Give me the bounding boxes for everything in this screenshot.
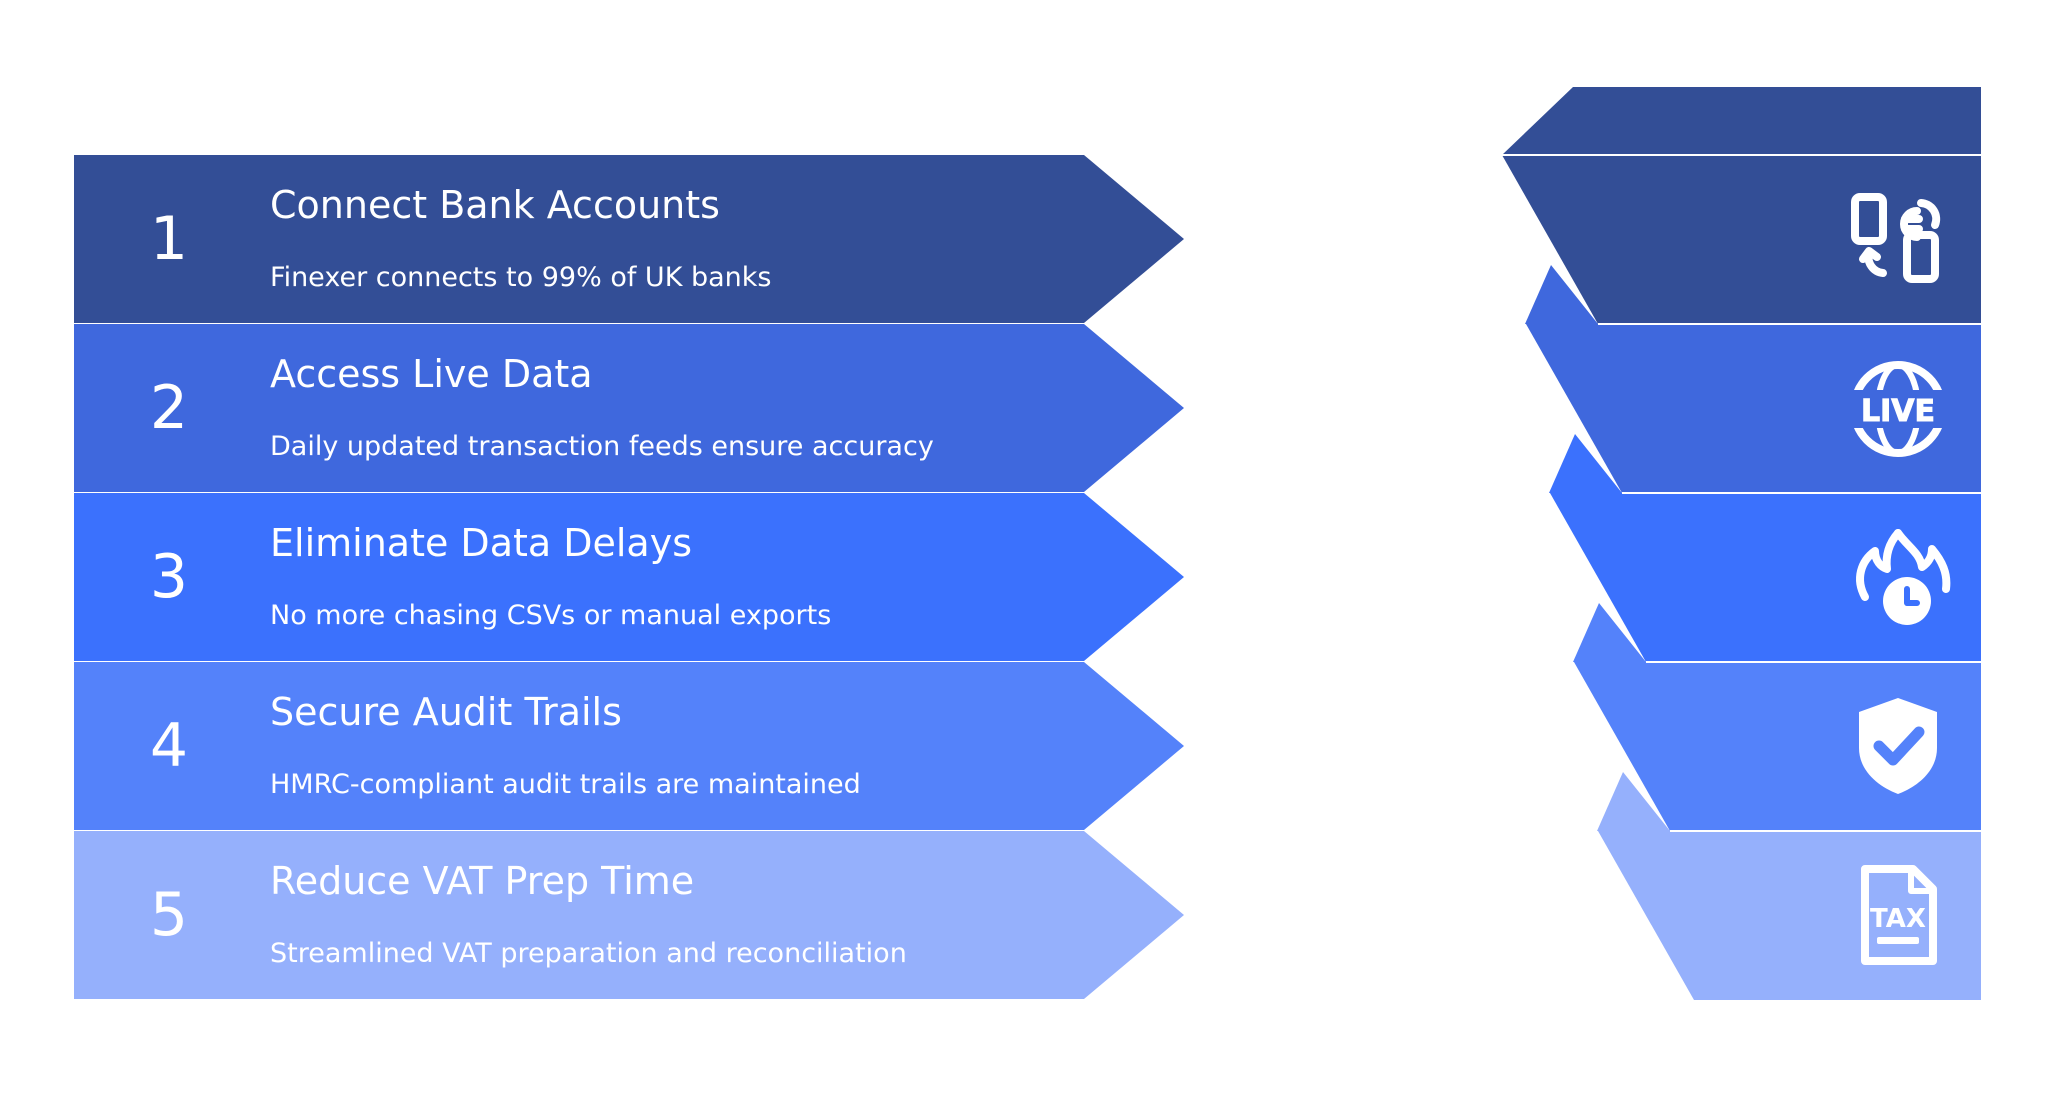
fire-clock-icon bbox=[1843, 523, 1953, 633]
step-description: Finexer connects to 99% of UK banks bbox=[270, 262, 772, 293]
step-1-arrow-shape bbox=[74, 155, 1184, 323]
tax-document-icon: TAX bbox=[1843, 861, 1953, 971]
step-3: 3 Eliminate Data Delays No more chasing … bbox=[74, 493, 1184, 661]
step-3-arrow-shape bbox=[74, 493, 1184, 661]
step-number: 5 bbox=[149, 880, 189, 950]
step-2: 2 Access Live Data Daily updated transac… bbox=[74, 324, 1184, 492]
step-description: Daily updated transaction feeds ensure a… bbox=[270, 431, 934, 462]
step-2-arrow-shape bbox=[74, 324, 1184, 492]
step-description: No more chasing CSVs or manual exports bbox=[270, 600, 832, 631]
phone-euro-transfer-icon bbox=[1843, 185, 1953, 295]
step-title: Connect Bank Accounts bbox=[270, 183, 720, 227]
step-5: 5 Reduce VAT Prep Time Streamlined VAT p… bbox=[74, 831, 1184, 999]
step-number: 1 bbox=[149, 204, 189, 274]
step-number: 3 bbox=[149, 542, 189, 612]
step-5-arrow-shape bbox=[74, 831, 1184, 999]
step-1: 1 Connect Bank Accounts Finexer connects… bbox=[74, 155, 1184, 323]
step-title: Secure Audit Trails bbox=[270, 690, 622, 734]
step-number: 2 bbox=[149, 373, 189, 443]
step-4: 4 Secure Audit Trails HMRC-compliant aud… bbox=[74, 662, 1184, 830]
shield-check-icon bbox=[1843, 692, 1953, 802]
svg-text:LIVE: LIVE bbox=[1861, 394, 1935, 429]
step-title: Reduce VAT Prep Time bbox=[270, 859, 695, 903]
tax-icon-label: TAX bbox=[1870, 904, 1926, 934]
step-title: Eliminate Data Delays bbox=[270, 521, 693, 565]
step-description: HMRC-compliant audit trails are maintain… bbox=[270, 769, 861, 800]
step-title: Access Live Data bbox=[270, 352, 593, 396]
live-globe-icon: LIVE bbox=[1843, 354, 1953, 464]
step-4-arrow-shape bbox=[74, 662, 1184, 830]
step-number: 4 bbox=[149, 711, 189, 781]
step-description: Streamlined VAT preparation and reconcil… bbox=[270, 938, 907, 969]
